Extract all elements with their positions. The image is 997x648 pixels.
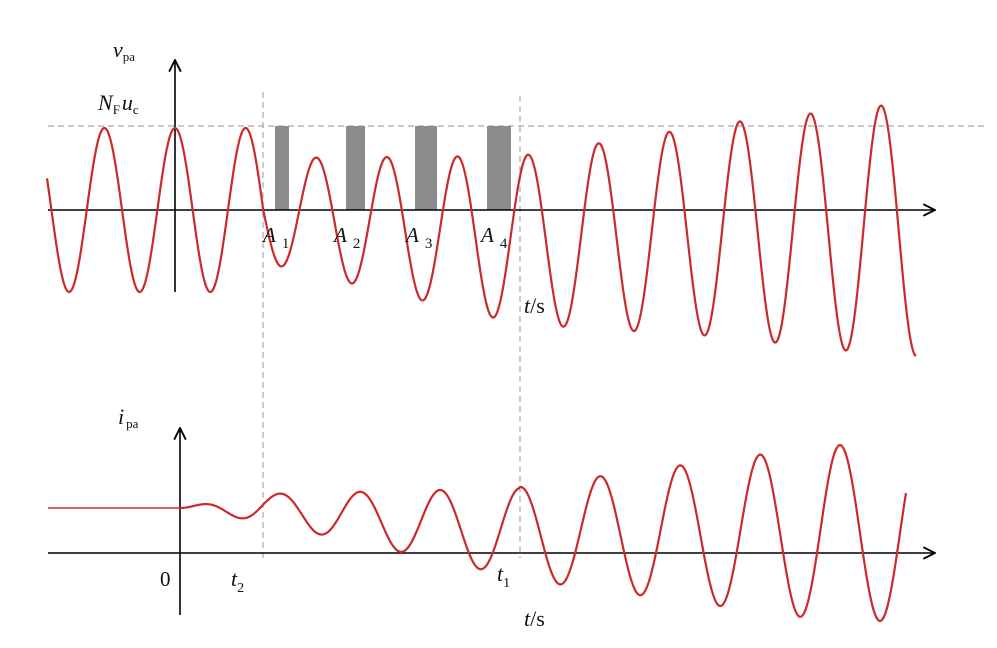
t2-label: t2 (231, 566, 244, 596)
top-time-label: t/s (524, 293, 545, 318)
t1-label: t1 (497, 561, 510, 591)
voltage-waveform (45, 104, 917, 357)
threshold-label: NFuc (97, 90, 139, 117)
pulse-group (275, 126, 511, 210)
pulse-a4 (487, 126, 511, 210)
top-axis-label: vpa (113, 37, 135, 64)
current-waveform (179, 443, 908, 623)
pulse-a3 (415, 126, 437, 210)
pulse-a1 (275, 126, 289, 210)
pulse-a2 (346, 126, 365, 210)
origin-label: 0 (160, 567, 171, 591)
bottom-time-label: t/s (524, 606, 545, 631)
